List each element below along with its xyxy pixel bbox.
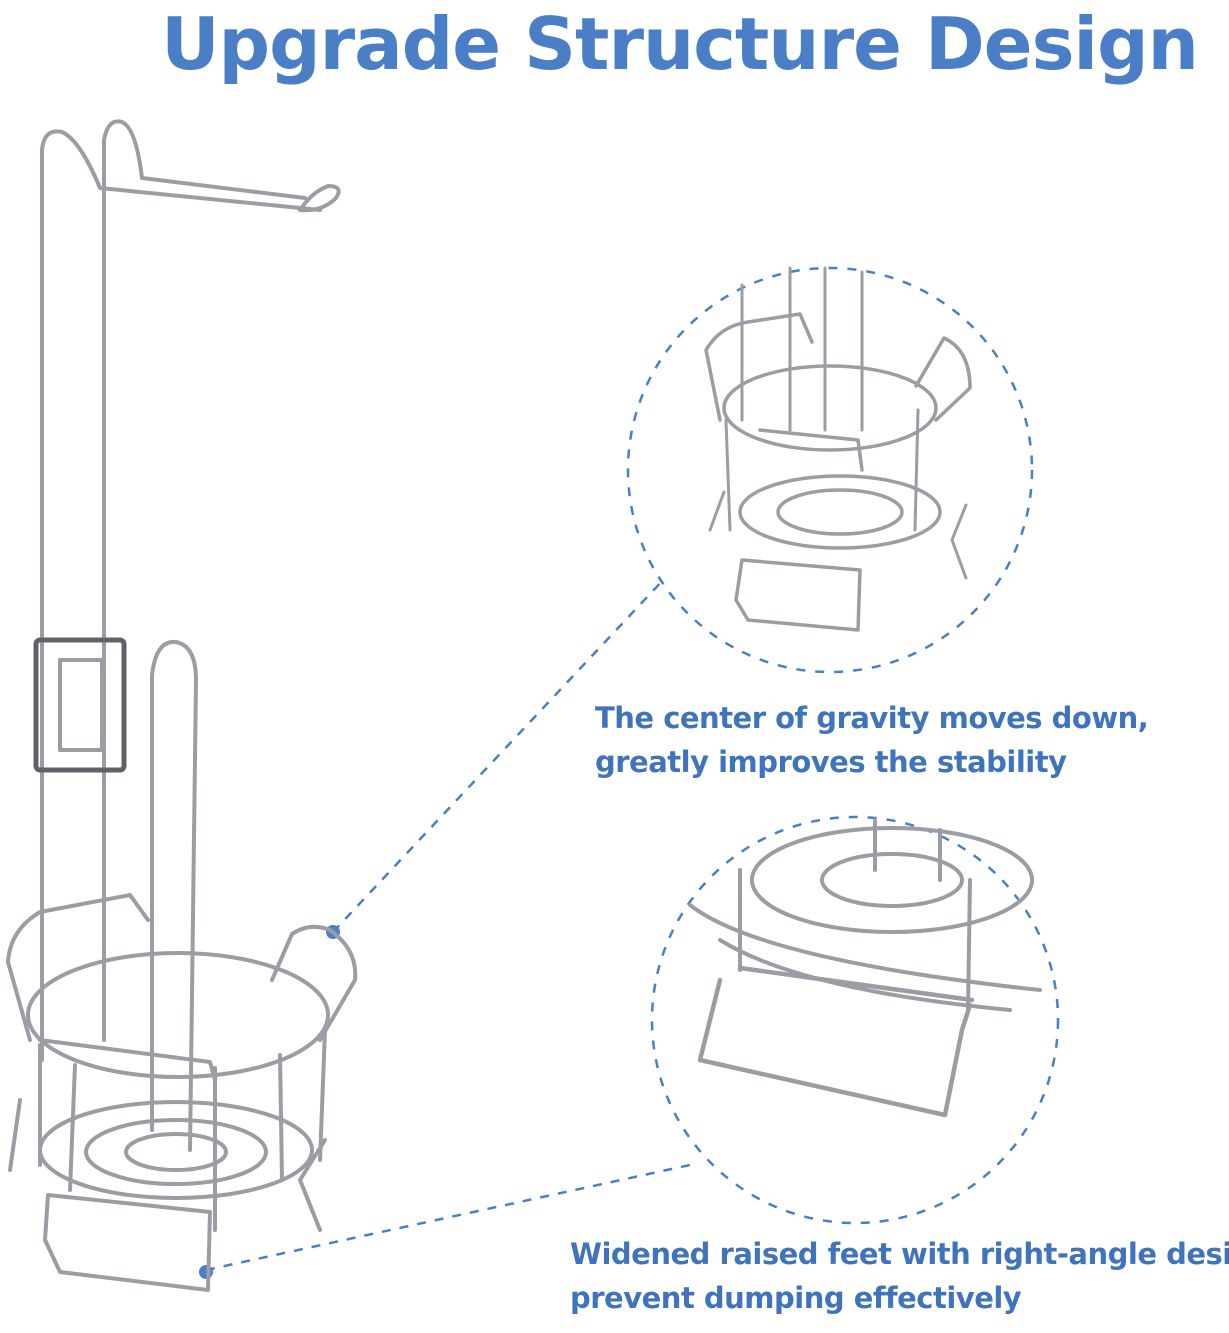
detail-top-basket bbox=[704, 266, 972, 632]
detail-bottom-feet bbox=[688, 818, 1042, 1118]
paper-holder-stand bbox=[6, 119, 358, 1292]
detail-circle-top bbox=[626, 266, 1034, 674]
callout-feet-line-1: Widened raised feet with right-angle des… bbox=[570, 1237, 1229, 1271]
callout-stability-line-1: The center of gravity moves down, bbox=[595, 701, 1149, 735]
page-title: Upgrade Structure Design bbox=[161, 2, 1199, 86]
callout-stability: The center of gravity moves down, greatl… bbox=[595, 696, 1149, 784]
detail-circle-bottom bbox=[650, 815, 1060, 1225]
callout-stability-line-2: greatly improves the stability bbox=[595, 745, 1067, 779]
connector-line-top bbox=[332, 577, 666, 933]
rod-clamp bbox=[33, 637, 127, 773]
callout-feet-line-2: prevent dumping effectively bbox=[570, 1281, 1022, 1315]
connector-lines bbox=[205, 577, 691, 1272]
callout-feet: Widened raised feet with right-angle des… bbox=[570, 1232, 1229, 1320]
connector-dot-bottom bbox=[199, 1265, 213, 1279]
